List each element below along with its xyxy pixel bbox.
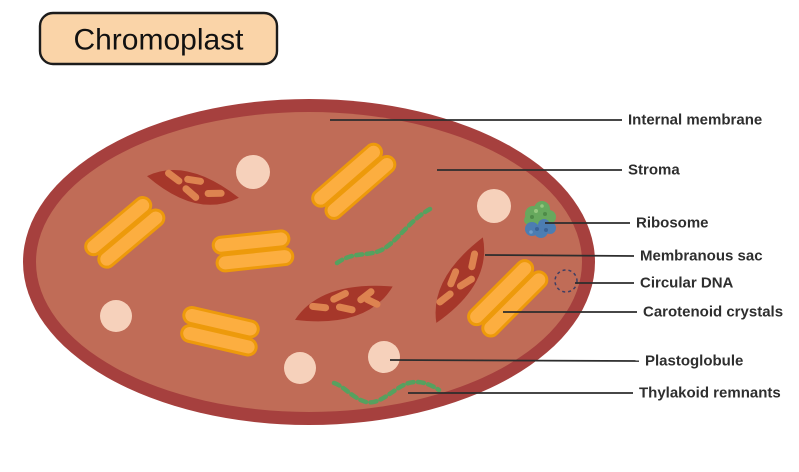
label-internal-membrane: Internal membrane [628,112,762,129]
title-box: Chromoplast [38,11,279,66]
carotenoid-crystal-group-4 [180,305,260,357]
label-stroma: Stroma [628,162,680,179]
line-membranous-sac [484,254,635,257]
membranous-sac-3 [435,237,485,323]
plastoglobule-3 [100,300,132,332]
line-plastoglobule [389,359,640,362]
membranous-sac-1 [147,169,239,205]
label-membranous-sac: Membranous sac [640,248,763,265]
label-carotenoid-crystals: Carotenoid crystals [643,304,783,321]
thylakoid-remnant-2 [331,379,442,405]
title-text: Chromoplast [73,24,244,57]
label-thylakoid-remnants: Thylakoid remnants [639,385,781,402]
plastoglobule-2 [477,189,511,223]
carotenoid-crystal-group-1 [311,142,397,220]
carotenoid-crystal-group-3 [211,229,295,273]
plastoglobule-1 [236,155,270,189]
ribosome-graphic [524,201,556,238]
label-plastoglobule: Plastoglobule [645,353,743,370]
label-ribosome: Ribosome [636,215,709,232]
plastoglobule-4 [284,352,316,384]
carotenoid-crystal-group-5 [467,259,549,338]
membranous-sac-2 [295,285,393,322]
thylakoid-remnant-1 [334,206,433,266]
title-box-shape [38,11,279,66]
plastoglobule-5 [368,341,400,373]
carotenoid-crystal-group-2 [84,196,166,269]
label-circular-dna: Circular DNA [640,275,734,292]
circular-dna-circle [554,269,578,293]
